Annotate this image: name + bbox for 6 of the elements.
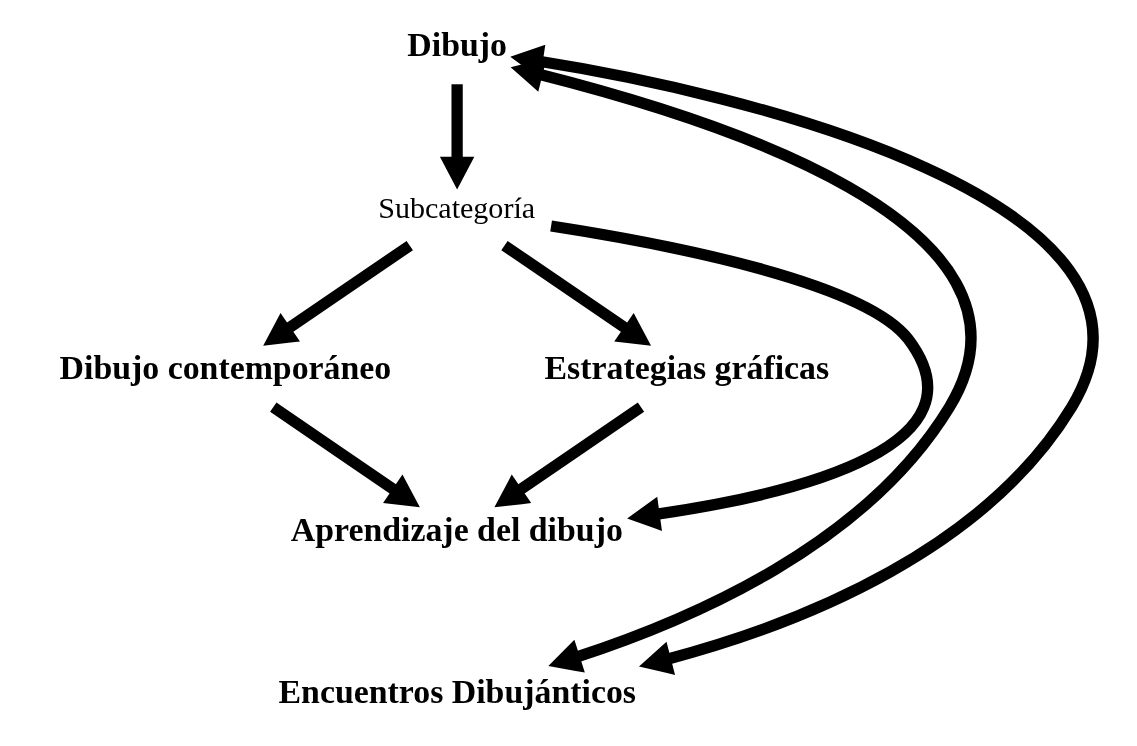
node-text: Encuentros Dibujánticos — [278, 672, 636, 710]
node-text: Subcategoría — [377, 191, 535, 226]
node-text: Dibujo contemporáneo — [59, 349, 391, 387]
node-text: Dibujo — [406, 26, 507, 64]
node-text: Aprendizaje del dibujo — [290, 511, 623, 549]
node-text: Estrategias gráficas — [544, 349, 829, 387]
